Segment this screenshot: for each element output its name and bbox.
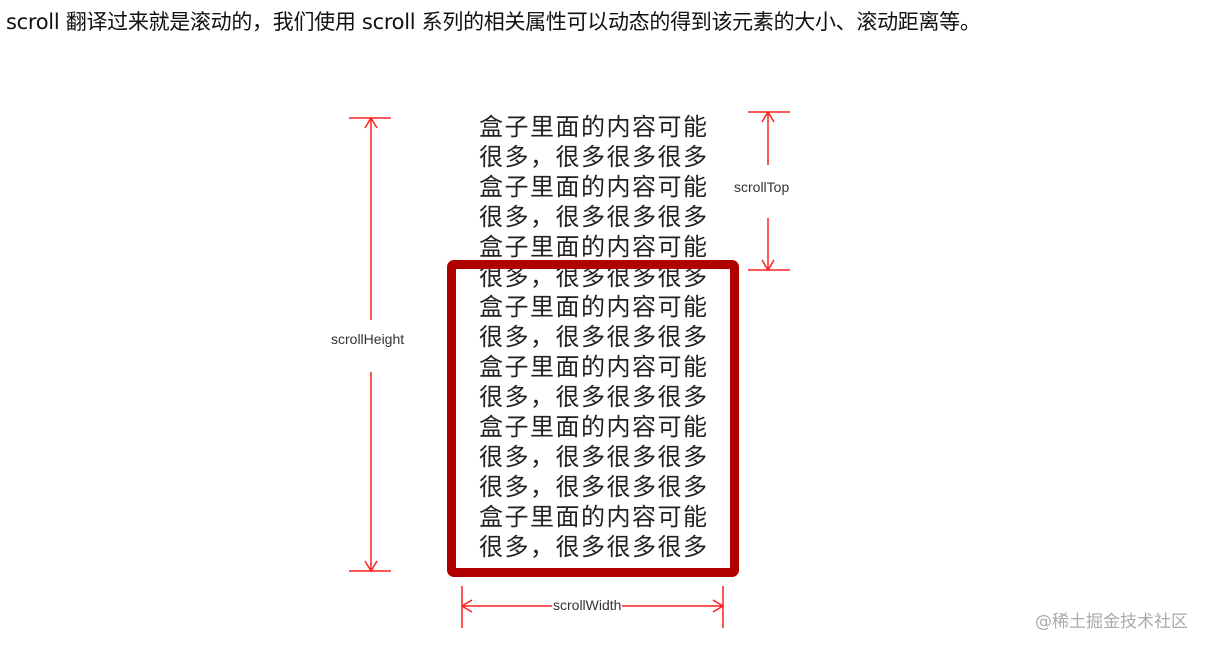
content-line: 很多，很多很多很多: [479, 203, 709, 231]
content-line: 盒子里面的内容可能: [479, 503, 709, 531]
content-line: 很多，很多很多很多: [479, 443, 709, 471]
content-line: 很多，很多很多很多: [479, 383, 709, 411]
scroll-top-marker: [748, 110, 790, 272]
content-line: 很多，很多很多很多: [479, 143, 709, 171]
content-line: 盒子里面的内容可能: [479, 113, 709, 141]
content-line: 盒子里面的内容可能: [479, 293, 709, 321]
scroll-content: 盒子里面的内容可能很多，很多很多很多盒子里面的内容可能很多，很多很多很多盒子里面…: [479, 112, 709, 562]
scroll-height-label: scrollHeight: [331, 331, 405, 347]
content-line: 很多，很多很多很多: [479, 473, 709, 501]
content-line: 盒子里面的内容可能: [479, 353, 709, 381]
visible-box-frame: [447, 260, 739, 577]
content-line: 很多，很多很多很多: [479, 323, 709, 351]
scroll-height-marker: [349, 116, 391, 573]
scroll-width-label: scrollWidth: [552, 597, 623, 613]
content-line: 盒子里面的内容可能: [479, 413, 709, 441]
content-line: 盒子里面的内容可能: [479, 233, 709, 261]
content-line: 盒子里面的内容可能: [479, 173, 709, 201]
intro-paragraph: scroll 翻译过来就是滚动的，我们使用 scroll 系列的相关属性可以动态…: [6, 10, 981, 34]
watermark: @稀土掘金技术社区: [1035, 612, 1188, 632]
scroll-top-label: scrollTop: [734, 179, 790, 195]
content-line: 很多，很多很多很多: [479, 533, 709, 561]
